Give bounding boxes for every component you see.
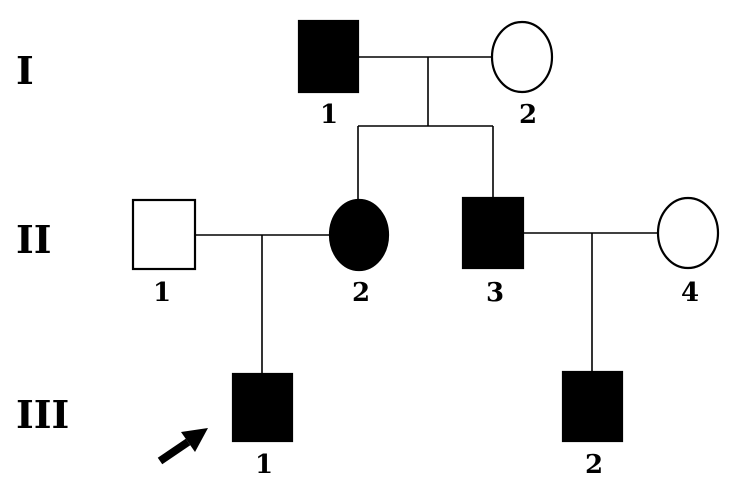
individual-iii1-affected-male-proband bbox=[231, 372, 294, 443]
generation-label-iii: III bbox=[16, 392, 69, 437]
individual-i1-affected-male bbox=[297, 19, 360, 94]
generation-label-ii: II bbox=[16, 217, 52, 262]
label-ii1: 1 bbox=[153, 278, 171, 308]
label-ii4: 4 bbox=[681, 278, 699, 308]
label-ii3: 3 bbox=[486, 278, 504, 308]
label-iii2: 2 bbox=[585, 450, 603, 480]
label-i2: 2 bbox=[519, 100, 537, 130]
label-iii1: 1 bbox=[255, 450, 273, 480]
label-i1: 1 bbox=[320, 100, 338, 130]
individual-ii3-affected-male bbox=[461, 196, 525, 270]
generation-label-i: I bbox=[16, 48, 34, 93]
pedigree-lines bbox=[195, 56, 658, 374]
proband-arrow-icon bbox=[157, 428, 208, 465]
individual-i2-unaffected-female bbox=[490, 20, 554, 94]
individual-iii2-affected-male bbox=[561, 370, 624, 443]
individual-ii2-affected-female bbox=[328, 198, 390, 272]
individual-ii1-unaffected-male bbox=[131, 198, 197, 271]
label-ii2: 2 bbox=[352, 278, 370, 308]
individual-ii4-unaffected-female bbox=[656, 196, 720, 270]
